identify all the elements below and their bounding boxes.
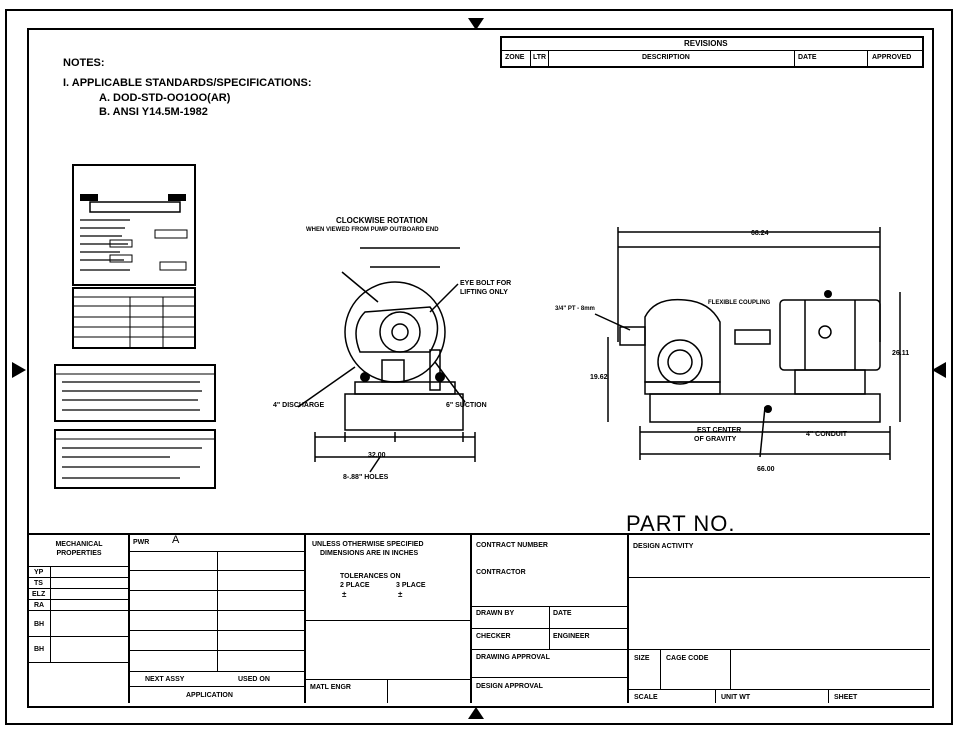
pwr-label: PWR: [133, 539, 150, 546]
rev-col-ltr: LTR: [533, 54, 547, 61]
part-no-label: PART NO.: [626, 511, 736, 536]
data-plates: [54, 164, 216, 489]
size-label: SIZE: [634, 655, 650, 662]
pump-end-view: [297, 247, 476, 473]
drawing-approval-label: DRAWING APPROVAL: [476, 654, 550, 661]
rev-col-zone: ZONE: [505, 54, 525, 61]
next-assy-label: NEXT ASSY: [145, 676, 185, 683]
rev-col-description: DESCRIPTION: [642, 54, 690, 61]
unless-label: UNLESS OTHERWISE SPECIFIED: [312, 541, 424, 548]
prop-row-ts: TS: [34, 580, 43, 587]
of-gravity-label: OF GRAVITY: [694, 436, 737, 443]
place3-label: 3 PLACE: [396, 582, 426, 589]
rev-col-approved: APPROVED: [872, 54, 912, 61]
base-length-dim: 66.00: [757, 466, 775, 473]
revisions-title: REVISIONS: [684, 39, 728, 48]
tolerances-label: TOLERANCES ON: [340, 573, 401, 580]
matl-engr-label: MATL ENGR: [310, 684, 351, 691]
pipe-label: 3/4" PT - 8mm: [555, 306, 595, 312]
sheet-label: SHEET: [834, 694, 858, 701]
center-view-subtitle: WHEN VIEWED FROM PUMP OUTBOARD END: [306, 227, 439, 233]
rev-col-date: DATE: [798, 54, 817, 61]
pm2-label: ±: [342, 590, 347, 599]
prop-row-ra: RA: [34, 602, 45, 609]
center-width-dim: 32.00: [368, 452, 386, 459]
dims-label: DIMENSIONS ARE IN INCHES: [320, 550, 419, 557]
contractor-label: CONTRACTOR: [476, 569, 526, 576]
notes-line-1: I. APPLICABLE STANDARDS/SPECIFICATIONS:: [63, 77, 312, 89]
place2-label: 2 PLACE: [340, 582, 370, 589]
drawing-border: [27, 28, 934, 708]
prop-row-yp: YP: [34, 569, 44, 576]
drawing-frame: [5, 9, 953, 725]
lifting-label: LIFTING ONLY: [460, 289, 508, 296]
cage-code-label: CAGE CODE: [666, 655, 709, 662]
contract-number-label: CONTRACT NUMBER: [476, 542, 548, 549]
scale-label: SCALE: [634, 694, 658, 701]
checker-label: CHECKER: [476, 633, 511, 640]
mech-props-label: MECHANICAL PROPERTIES: [55, 541, 103, 558]
pm3-label: ±: [398, 590, 403, 599]
notes-heading: NOTES:: [63, 57, 105, 69]
title-block: [29, 533, 930, 706]
discharge-label: 4" DISCHARGE: [273, 402, 325, 409]
pwr-value: A: [172, 534, 180, 546]
height-left-dim: 19.62: [590, 374, 608, 381]
eye-bolt-label: EYE BOLT FOR: [460, 280, 512, 287]
application-label: APPLICATION: [186, 692, 233, 699]
overall-dim: 68.24: [751, 230, 769, 237]
prop-row-bh-2: BH: [34, 646, 45, 653]
prop-row-bh-1: BH: [34, 621, 45, 628]
unit-wt-label: UNIT WT: [721, 694, 751, 701]
flex-coupling-label: FLEXIBLE COUPLING: [708, 300, 771, 306]
engineer-label: ENGINEER: [553, 633, 590, 640]
suction-label: 6" SUCTION: [446, 402, 487, 409]
pump-side-view: [594, 227, 901, 460]
revisions-block: REVISIONS ZONE LTR DESCRIPTION DATE APPR…: [500, 36, 924, 68]
prop-row-elz: ELZ: [32, 591, 46, 598]
est-center-label: EST CENTER: [697, 427, 742, 434]
holes-label: 8-.88" HOLES: [343, 474, 389, 481]
notes-line-3: B. ANSI Y14.5M-1982: [99, 106, 208, 118]
height-right-dim: 26.11: [892, 350, 910, 357]
conduit-label: 4" CONDUIT: [806, 431, 848, 438]
design-activity-label: DESIGN ACTIVITY: [633, 543, 694, 550]
used-on-label: USED ON: [238, 676, 270, 683]
center-view-title: CLOCKWISE ROTATION: [336, 216, 428, 225]
date-label: DATE: [553, 610, 572, 617]
design-approval-label: DESIGN APPROVAL: [476, 683, 543, 690]
drawn-by-label: DRAWN BY: [476, 610, 515, 617]
notes-line-2: A. DOD-STD-OO1OO(AR): [99, 92, 231, 104]
